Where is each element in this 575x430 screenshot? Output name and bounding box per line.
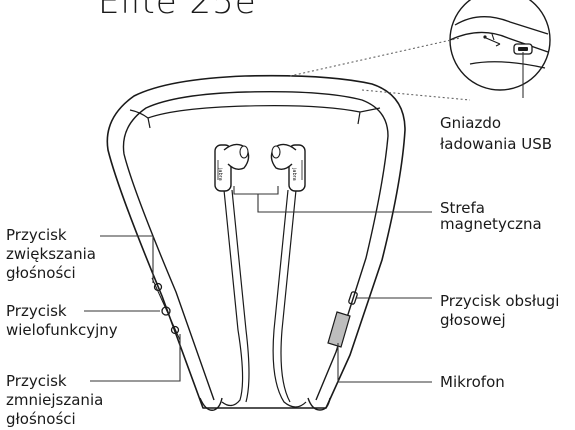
leader-magnetic [234, 186, 432, 212]
earbud-right [271, 144, 305, 191]
neckband-seam [148, 106, 360, 118]
button-strip-left [152, 278, 180, 340]
label-usb-port: Gniazdo ładowania USB [440, 114, 552, 154]
label-multifunction: Przycisk wielofunkcyjny [6, 302, 118, 340]
label-voice-button: Przycisk obsługi głosowej [440, 292, 559, 330]
usb-inset [450, 0, 550, 90]
label-volume-up: Przycisk zwiększania głośności [6, 226, 96, 283]
leader-volume-up [100, 236, 153, 283]
neckband-outer [107, 76, 405, 408]
label-microphone: Mikrofon [440, 373, 505, 392]
label-volume-down: Przycisk zmniejszania głośności [6, 372, 103, 429]
cable-right-b [281, 190, 296, 402]
zoom-line-top [290, 38, 460, 76]
earbud-left-brand: jabra [217, 167, 223, 181]
leader-volume-down [90, 334, 180, 381]
zoom-line-bottom [362, 90, 470, 100]
earbud-right-brand: jabra [291, 167, 297, 181]
neckband-seam-right [358, 108, 380, 124]
cable-right [273, 190, 306, 407]
label-magnetic-zone: Strefa magnetyczna [440, 200, 542, 232]
microphone-pad [328, 312, 350, 347]
neckband-inner [123, 92, 388, 400]
cable-left [222, 190, 243, 406]
